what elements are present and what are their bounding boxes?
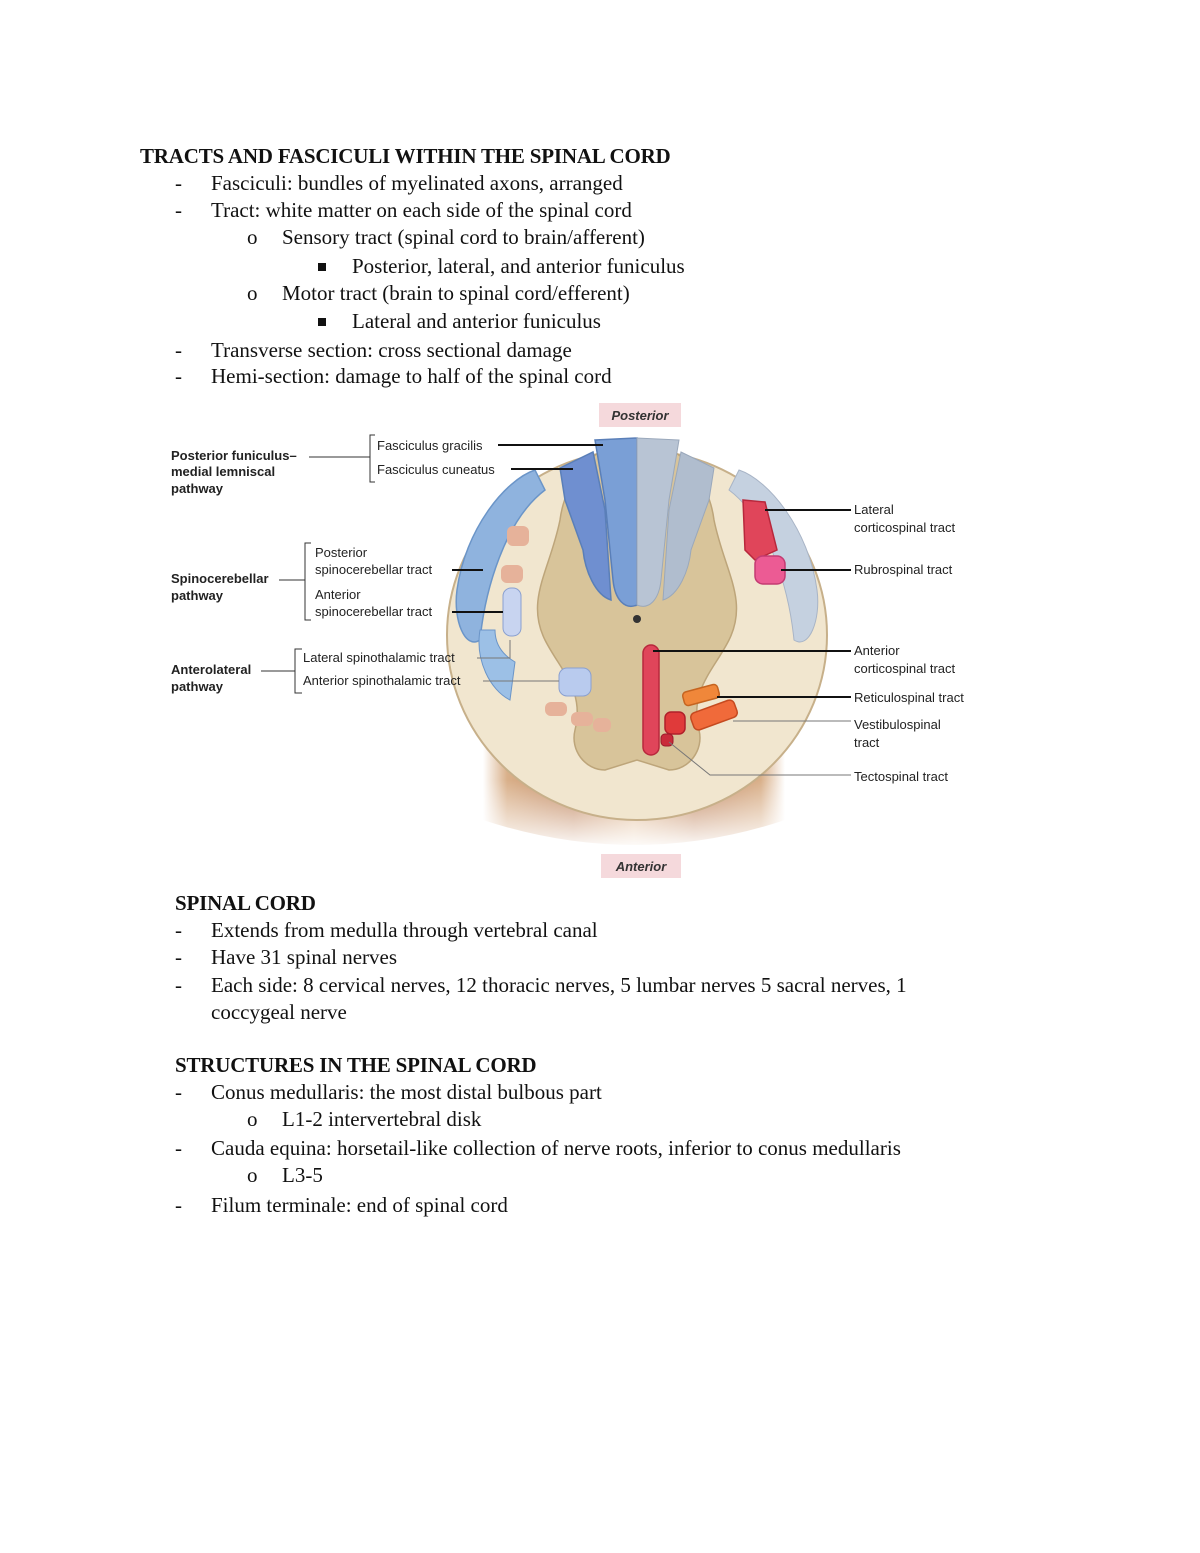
svg-text:Anterolateral: Anterolateral [171, 662, 251, 677]
svg-text:Lateral: Lateral [854, 502, 894, 517]
svg-text:pathway: pathway [171, 679, 224, 694]
label-anterior-spinocerebellar: Anterior spinocerebellar tract [315, 587, 503, 619]
svg-text:tract: tract [854, 735, 880, 750]
label-lateral-corticospinal: Lateral corticospinal tract [765, 502, 956, 535]
section-title-tracts: TRACTS AND FASCICULI WITHIN THE SPINAL C… [140, 144, 671, 168]
svg-text:Anterior spinothalamic tract: Anterior spinothalamic tract [303, 673, 461, 688]
square-bullet-icon [318, 318, 326, 326]
svg-text:Tectospinal tract: Tectospinal tract [854, 769, 948, 784]
posterior-tag: Posterior [599, 403, 681, 427]
svg-text:Lateral spinothalamic tract: Lateral spinothalamic tract [303, 650, 455, 665]
label-tectospinal: Tectospinal tract [668, 741, 948, 784]
svg-text:Posterior: Posterior [611, 408, 669, 423]
svg-text:corticospinal tract: corticospinal tract [854, 661, 956, 676]
svg-text:Fasciculus gracilis: Fasciculus gracilis [377, 438, 483, 453]
svg-text:spinocerebellar tract: spinocerebellar tract [315, 604, 432, 619]
svg-text:Anterior: Anterior [315, 587, 361, 602]
svg-text:Posterior: Posterior [315, 545, 368, 560]
label-anterior-spinothalamic: Anterior spinothalamic tract [303, 673, 559, 688]
svg-text:Anterior: Anterior [854, 643, 900, 658]
svg-text:Posterior funiculus–: Posterior funiculus– [171, 448, 297, 463]
label-vestibulospinal: Vestibulospinal tract [733, 717, 941, 750]
label-lateral-spinothalamic: Lateral spinothalamic tract [303, 640, 511, 665]
label-fasciculus-cuneatus: Fasciculus cuneatus [377, 462, 573, 477]
label-spinocerebellar: Spinocerebellar pathway [171, 542, 311, 621]
section-title-spinal-cord: SPINAL CORD [175, 891, 316, 915]
motor-tracts [642, 499, 786, 756]
svg-text:Fasciculus cuneatus: Fasciculus cuneatus [377, 462, 495, 477]
section-title-structures: STRUCTURES IN THE SPINAL CORD [175, 1053, 537, 1077]
svg-text:spinocerebellar tract: spinocerebellar tract [315, 562, 432, 577]
svg-text:pathway: pathway [171, 588, 224, 603]
svg-text:medial lemniscal: medial lemniscal [171, 464, 275, 479]
label-anterior-corticospinal: Anterior corticospinal tract [653, 643, 956, 676]
label-reticulospinal: Reticulospinal tract [717, 690, 964, 705]
label-rubrospinal: Rubrospinal tract [781, 562, 953, 577]
svg-text:Vestibulospinal: Vestibulospinal [854, 717, 941, 732]
sensory-tracts [455, 437, 638, 732]
svg-text:Anterior: Anterior [615, 859, 668, 874]
anterior-tag: Anterior [601, 854, 681, 878]
label-posterior-funiculus: Posterior funiculus– medial lemniscal pa… [171, 434, 375, 496]
svg-text:pathway: pathway [171, 481, 224, 496]
svg-text:corticospinal tract: corticospinal tract [854, 520, 956, 535]
spinal-cord-cross-section-diagram: Posterior Anterior Posterior funiculus– … [171, 403, 964, 878]
svg-text:Spinocerebellar: Spinocerebellar [171, 571, 269, 586]
square-bullet-icon [318, 263, 326, 271]
label-fasciculus-gracilis: Fasciculus gracilis [377, 438, 603, 453]
svg-text:Rubrospinal tract: Rubrospinal tract [854, 562, 953, 577]
label-posterior-spinocerebellar: Posterior spinocerebellar tract [315, 545, 483, 577]
label-anterolateral: Anterolateral pathway [171, 648, 302, 694]
svg-text:Reticulospinal tract: Reticulospinal tract [854, 690, 964, 705]
